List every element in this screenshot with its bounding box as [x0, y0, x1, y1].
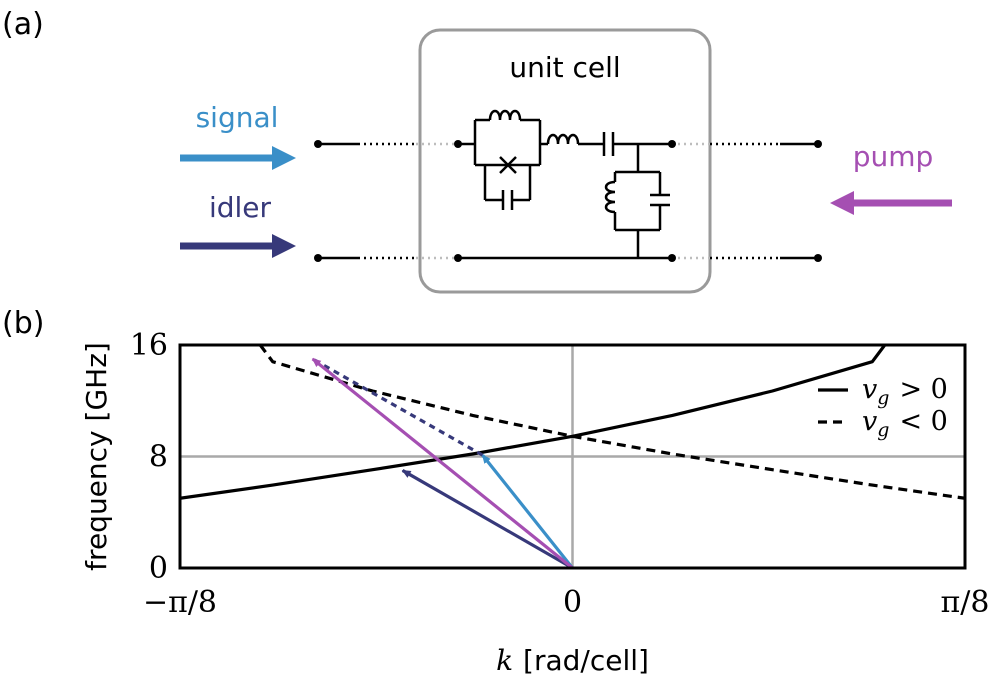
transmission-line — [318, 142, 818, 260]
y-axis-label: frequency [GHz] — [80, 342, 113, 571]
y-tick-label: 0 — [149, 551, 168, 586]
x-tick-label: π/8 — [941, 585, 990, 620]
series-capacitor-icon — [602, 132, 615, 156]
x-tick-label: 0 — [563, 585, 582, 620]
signal-label: signal — [196, 101, 279, 134]
idler-arrow-icon — [180, 234, 296, 258]
idler-label: idler — [209, 191, 272, 224]
josephson-junction-icon — [483, 156, 532, 200]
shunt-capacitor-icon — [650, 172, 670, 230]
node-dots — [314, 140, 822, 262]
plot-frame — [178, 343, 967, 570]
legend-entry: vg> 0 — [862, 374, 948, 409]
arrow-signal-dashed — [311, 357, 484, 457]
x-axis-label: k[rad/cell] — [496, 644, 649, 677]
arrow-signal — [481, 454, 574, 569]
circuit-schematic — [458, 109, 672, 258]
unit-cell-label: unit cell — [509, 51, 620, 84]
legend-entry: vg< 0 — [862, 406, 948, 441]
series-inductor-icon — [546, 133, 580, 145]
y-tick-label: 16 — [130, 328, 168, 363]
signal-arrow-icon — [180, 146, 296, 170]
snail-capacitor-icon — [485, 190, 530, 210]
panel-a: (a) unit cell signal idler pump — [2, 7, 952, 294]
snail-inductor-icon — [473, 109, 542, 167]
pump-label: pump — [853, 140, 934, 173]
x-tick-label: −π/8 — [143, 585, 217, 620]
series-line-vg-negative — [258, 345, 965, 500]
unit-cell-box — [418, 28, 712, 294]
arrow-idler — [401, 469, 574, 570]
arrow-pump — [311, 357, 574, 570]
y-tick-label: 8 — [149, 440, 168, 475]
panel-b-label: (b) — [2, 306, 44, 341]
shunt-inductor-icon — [604, 172, 617, 230]
panel-a-label: (a) — [2, 7, 44, 42]
pump-arrow-icon — [830, 191, 952, 215]
series-line-vg-positive — [180, 345, 887, 500]
